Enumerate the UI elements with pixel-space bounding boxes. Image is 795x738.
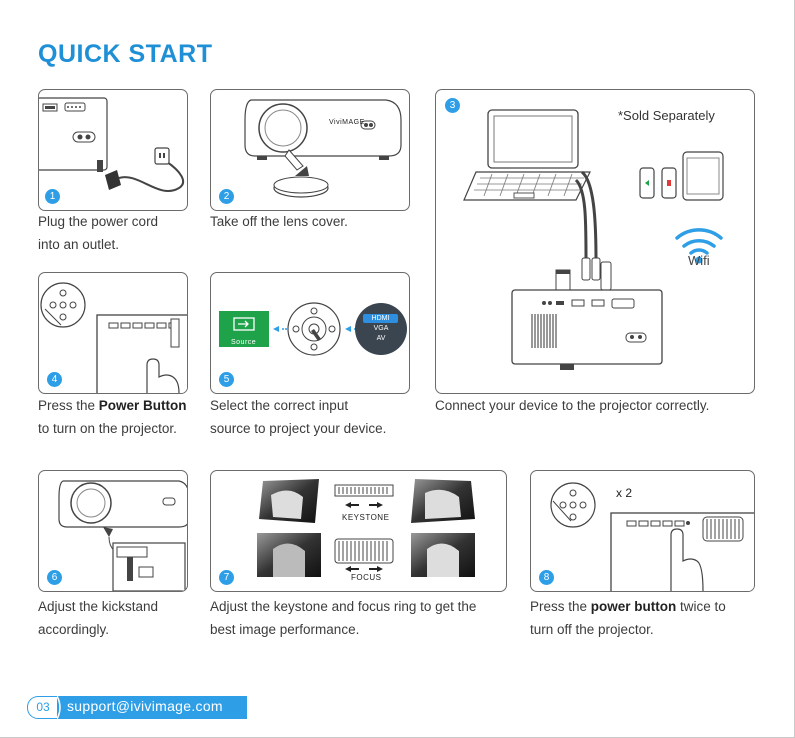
power-button-illustration	[40, 282, 187, 393]
step-5-caption-line1: Select the correct input	[210, 398, 349, 413]
step-4-caption-line1: Press the Power Button	[38, 394, 187, 417]
step-8-panel: x 2 8	[530, 470, 755, 592]
step-1-caption-line2: into an outlet.	[38, 237, 120, 252]
step-7-badge: 7	[219, 570, 234, 585]
step-7-caption-line1: Adjust the keystone and focus ring to ge…	[210, 599, 477, 614]
page-title: QUICK START	[38, 40, 213, 68]
step-5-caption-line2: source to project your device.	[210, 421, 387, 436]
step-7-panel: KEYSTONE FOCUS 7	[210, 470, 507, 592]
power-cord-illustration	[39, 97, 185, 192]
step-6-badge: 6	[47, 570, 62, 585]
support-email-link[interactable]: support@ivivimage.com	[67, 698, 223, 714]
lens-cover-illustration	[244, 99, 402, 198]
step-6-panel: 6	[38, 470, 188, 592]
footer-bar	[57, 696, 247, 719]
step-8-badge: 8	[539, 570, 554, 585]
step-4-caption-pre: Press the	[38, 398, 99, 413]
step-8-caption-line1: Press the power button twice to	[530, 595, 726, 618]
menu-item-av: AV	[376, 335, 386, 342]
kickstand-illustration	[58, 480, 187, 591]
wifi-label: Wifi	[688, 253, 710, 268]
sold-separately-note: *Sold Separately	[618, 108, 715, 123]
step-8-caption-line2: turn off the projector.	[530, 622, 654, 637]
step-2-caption: Take off the lens cover.	[210, 214, 348, 229]
source-label: Source	[231, 339, 257, 346]
menu-item-vga: VGA	[373, 325, 389, 332]
step-8-caption-bold: power button	[590, 599, 677, 614]
step-3-badge: 3	[445, 98, 460, 113]
step-1-caption-line1: Plug the power cord	[38, 214, 159, 229]
step-5-badge: 5	[219, 372, 234, 387]
press-twice-label: x 2	[616, 486, 633, 500]
step-4-caption-bold: Power Button	[98, 398, 187, 413]
step-6-caption-line2: accordingly.	[38, 622, 110, 637]
step-5-panel: Source HDMI VGA AV 5	[210, 272, 410, 394]
focus-label: FOCUS	[351, 573, 382, 582]
footer-separator	[57, 696, 61, 719]
step-8-caption-post: twice to	[676, 599, 726, 614]
step-2-badge: 2	[219, 189, 234, 204]
input-menu: HDMI VGA AV	[355, 303, 407, 355]
step-6-caption-line1: Adjust the kickstand	[38, 599, 159, 614]
step-3-panel: 3 *Sold Separately Wifi	[435, 89, 755, 394]
step-7-caption-line2: best image performance.	[210, 622, 360, 637]
keystone-focus-illustration	[257, 479, 475, 577]
step-4-panel: 4	[38, 272, 188, 394]
step-4-badge: 4	[47, 372, 62, 387]
step-2-panel: 2	[210, 89, 410, 211]
keystone-label: KEYSTONE	[342, 513, 390, 522]
page-number: 03	[27, 696, 58, 719]
step-1-badge: 1	[45, 189, 60, 204]
step-3-caption: Connect your device to the projector cor…	[435, 398, 710, 413]
brand-label: ViviMAGE	[329, 119, 365, 126]
power-off-illustration	[550, 482, 754, 591]
step-8-caption-pre: Press the	[530, 599, 591, 614]
step-1-panel: 1	[38, 89, 188, 211]
step-4-caption-line2: to turn on the projector.	[38, 421, 177, 436]
connection-illustration	[463, 109, 724, 370]
menu-item-hdmi: HDMI	[363, 314, 398, 323]
